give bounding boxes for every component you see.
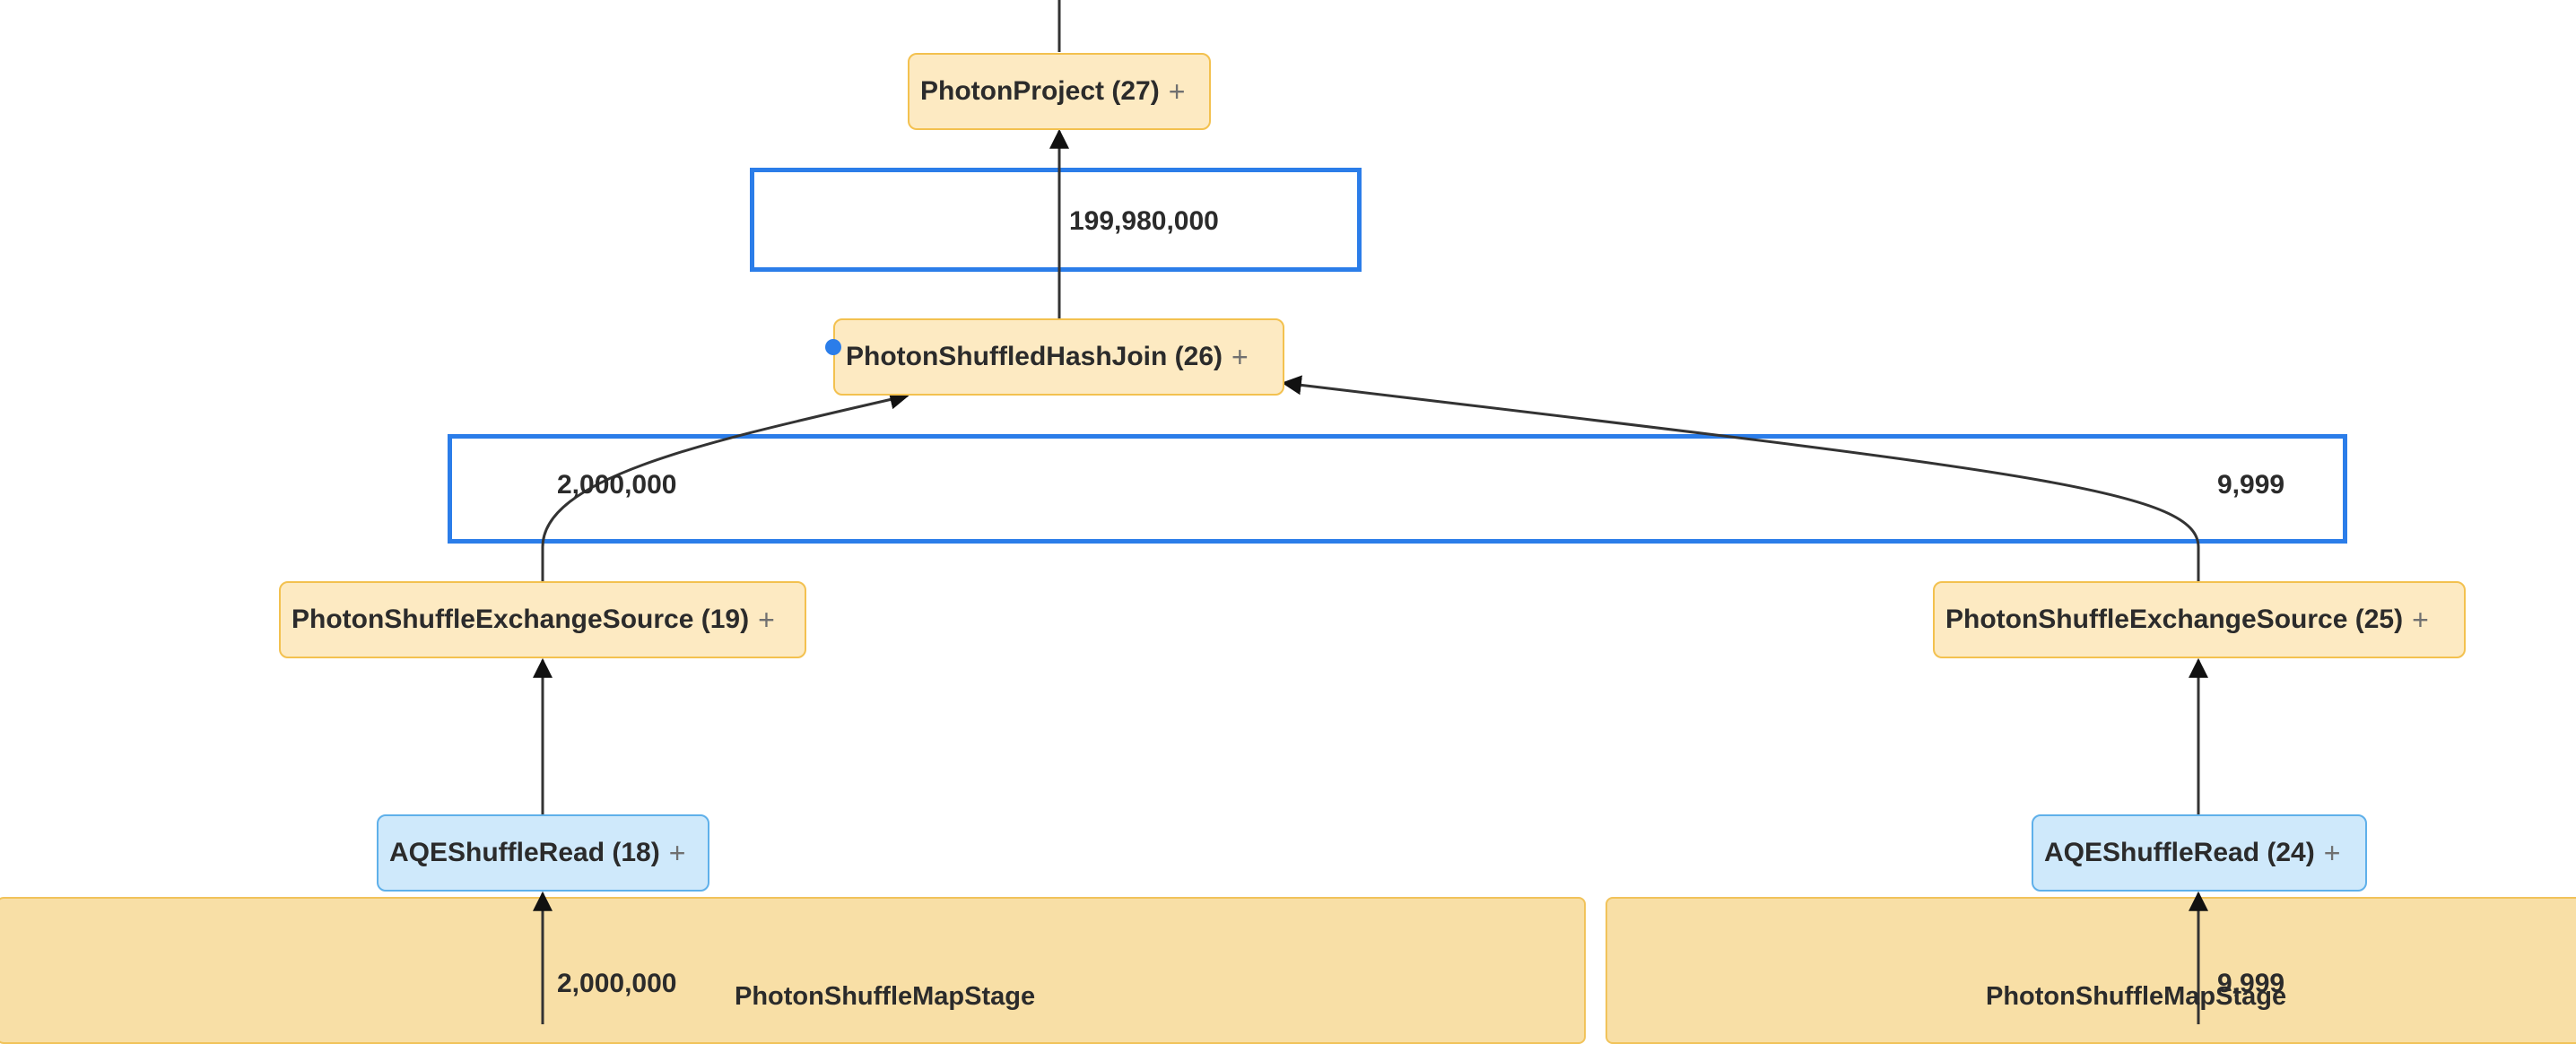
expand-icon[interactable]: + [1231,340,1249,373]
node-label: PhotonShuffledHashJoin (26) [846,342,1223,371]
edge-count-join-to-project: 199,980,000 [1069,206,1219,236]
stage-right [1606,897,2576,1044]
node-label: PhotonShuffleExchangeSource (19) [292,605,750,634]
node-aqe-shuffle-read-24[interactable]: AQEShuffleRead (24) + [2032,814,2367,892]
edge-count-left-stage: 2,000,000 [557,969,677,998]
highlight-box-top [750,168,1362,272]
node-label: AQEShuffleRead (24) [2044,838,2315,867]
node-label: PhotonShuffleExchangeSource (25) [1945,605,2404,634]
node-exchange-source-19[interactable]: PhotonShuffleExchangeSource (19) + [279,581,806,658]
edge-count-left-to-join: 2,000,000 [557,470,677,500]
edge-left-to-join [541,389,910,581]
node-photon-shuffled-hash-join[interactable]: PhotonShuffledHashJoin (26) + [833,318,1284,396]
node-photon-project[interactable]: PhotonProject (27) + [908,53,1211,130]
expand-icon[interactable]: + [2412,603,2429,636]
expand-icon[interactable]: + [758,603,775,636]
highlight-box-middle [448,434,2347,544]
node-label: AQEShuffleRead (18) [389,838,660,867]
stage-label-left: PhotonShuffleMapStage [735,982,1036,1011]
node-exchange-source-25[interactable]: PhotonShuffleExchangeSource (25) + [1933,581,2466,658]
selection-dot [825,339,841,355]
edge-count-right-stage: 9,999 [2217,969,2285,998]
stage-left [0,897,1586,1044]
node-label: PhotonProject (27) [920,76,1160,106]
expand-icon[interactable]: + [1168,74,1186,108]
node-aqe-shuffle-read-18[interactable]: AQEShuffleRead (18) + [377,814,709,892]
stage-label-right: PhotonShuffleMapStage [1986,982,2287,1011]
edge-right-to-join [1281,375,2200,581]
expand-icon[interactable]: + [668,836,686,869]
edge-count-right-to-join: 9,999 [2217,470,2285,500]
expand-icon[interactable]: + [2323,836,2341,869]
